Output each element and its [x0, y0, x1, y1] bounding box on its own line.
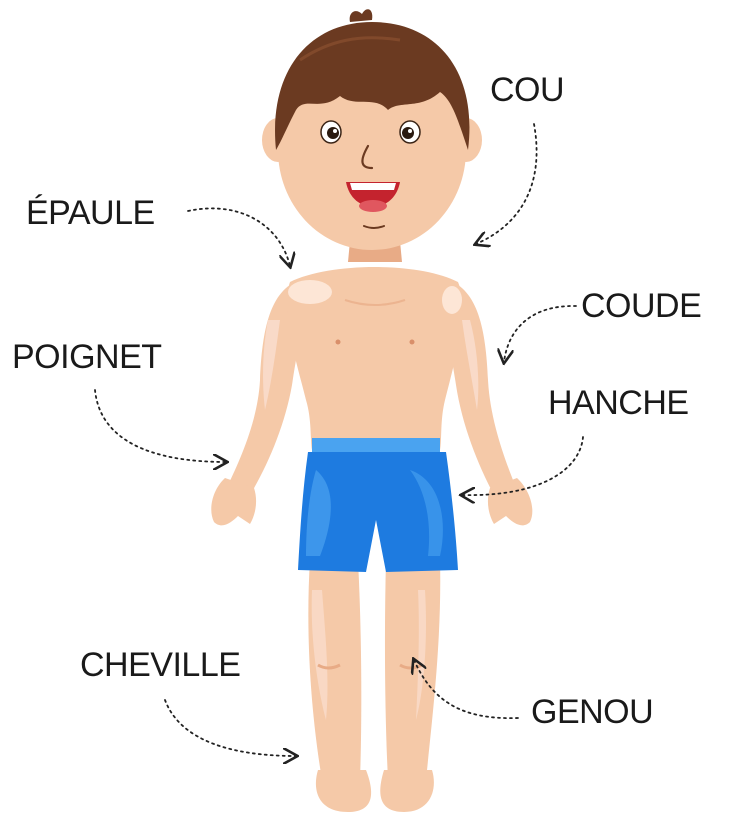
label-poignet: POIGNET	[12, 340, 162, 374]
label-cheville: CHEVILLE	[80, 648, 240, 682]
arrow-cheville	[165, 700, 296, 756]
legs	[308, 560, 440, 812]
arrow-poignet	[95, 390, 226, 462]
arrow-cou	[476, 124, 537, 244]
label-genou: GENOU	[531, 695, 653, 729]
label-hanche: HANCHE	[548, 386, 689, 420]
shorts	[298, 438, 458, 572]
label-cou: COU	[490, 73, 564, 107]
arrow-coude	[504, 306, 576, 362]
label-coude: COUDE	[581, 289, 701, 323]
label-epaule: ÉPAULE	[26, 196, 155, 230]
torso	[287, 267, 463, 450]
head	[262, 9, 482, 250]
arrow-epaule	[188, 208, 290, 266]
